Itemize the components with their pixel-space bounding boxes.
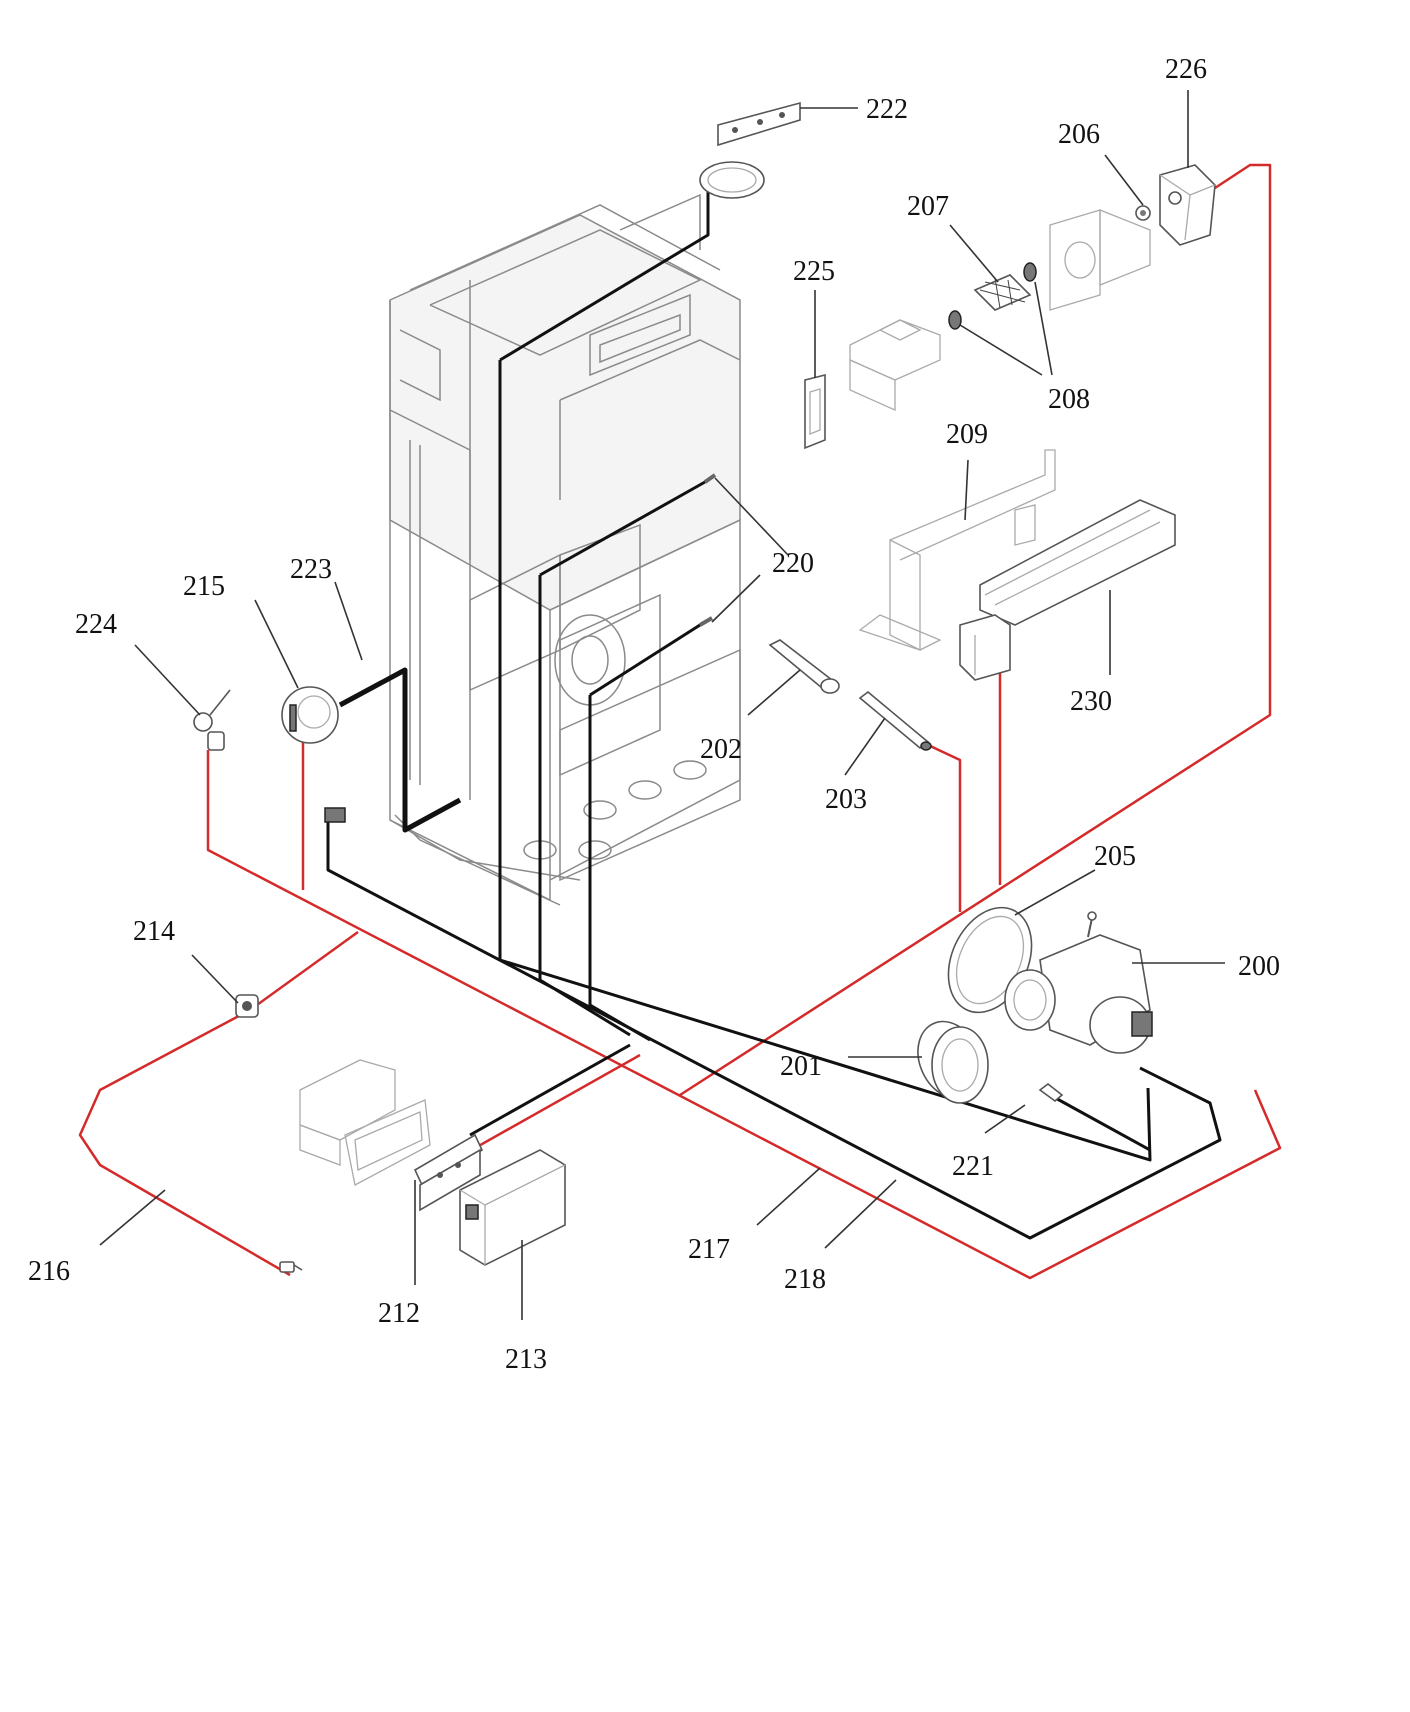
- part-200-fan: [1004, 911, 1153, 1054]
- stove-body: [389, 193, 741, 906]
- label-212: 212: [378, 1298, 420, 1329]
- label-201: 201: [780, 1051, 822, 1082]
- label-223: 223: [290, 554, 332, 585]
- part-panel-bracket: [299, 1059, 431, 1186]
- part-auger-housing: [849, 319, 941, 412]
- part-201-elbow: [917, 1020, 989, 1104]
- wire-main-harness: [206, 750, 1282, 1280]
- wire-to-board: [474, 1053, 641, 1150]
- part-labels: 222 226 206 207 225 208 209 220 230 202 …: [28, 54, 1280, 1375]
- wire-sensor-branch: [927, 743, 962, 912]
- wire-black-5: [539, 480, 706, 577]
- part-226-motor: [1159, 164, 1216, 246]
- part-203-cartridge: [858, 690, 932, 751]
- label-206: 206: [1058, 119, 1100, 150]
- part-225-plate: [804, 373, 826, 450]
- label-225: 225: [793, 256, 835, 287]
- wire-power-cord-216: [78, 930, 359, 1277]
- label-216: 216: [28, 1256, 70, 1287]
- label-213: 213: [505, 1344, 547, 1375]
- label-208: 208: [1048, 384, 1090, 415]
- wire-black-2: [498, 360, 1152, 1162]
- label-220: 220: [772, 548, 814, 579]
- part-221-probe: [1038, 1082, 1064, 1103]
- wire-223: [338, 667, 462, 833]
- label-209: 209: [946, 419, 988, 450]
- part-igniter-connector: [324, 807, 346, 823]
- part-209-bracket: [858, 449, 1056, 652]
- label-200: 200: [1238, 951, 1280, 982]
- label-222: 222: [866, 94, 908, 125]
- label-217: 217: [688, 1234, 730, 1265]
- part-206-nut: [1135, 205, 1151, 221]
- label-221: 221: [952, 1151, 994, 1182]
- label-215: 215: [183, 571, 225, 602]
- leader-lines: [99, 90, 1225, 1320]
- part-220-probes: [698, 473, 717, 627]
- part-213-transformer: [459, 1149, 566, 1266]
- wire-221: [1049, 1093, 1151, 1152]
- signal-wiring: [326, 172, 1222, 1240]
- label-203: 203: [825, 784, 867, 815]
- label-218: 218: [784, 1264, 826, 1295]
- wire-to-board-black: [469, 1043, 631, 1137]
- label-205: 205: [1094, 841, 1136, 872]
- wire-right-trunk: [679, 163, 1272, 1097]
- wire-black-7: [589, 623, 701, 697]
- part-216-plug: [279, 1261, 303, 1273]
- wire-black-6: [588, 695, 651, 1042]
- part-224-sensor: [193, 689, 231, 751]
- part-208-bearings: [948, 262, 1037, 330]
- label-207: 207: [907, 191, 949, 222]
- part-214-switch: [235, 994, 259, 1018]
- label-226: 226: [1165, 54, 1207, 85]
- part-202-sleeve: [768, 639, 840, 694]
- part-222-board: [699, 101, 801, 199]
- wire-black-3: [499, 172, 710, 362]
- power-wiring: [78, 163, 1282, 1280]
- part-auger-bracket: [1049, 209, 1151, 311]
- part-215-gauge: [281, 686, 339, 744]
- part-230-loader: [959, 499, 1176, 681]
- wire-black-1: [326, 815, 1222, 1240]
- label-214: 214: [133, 916, 175, 947]
- label-230: 230: [1070, 686, 1112, 717]
- label-224: 224: [75, 609, 117, 640]
- label-202: 202: [700, 734, 742, 765]
- part-207-impeller: [973, 274, 1032, 311]
- wire-black-4: [538, 575, 631, 1037]
- part-212-board: [413, 1133, 484, 1212]
